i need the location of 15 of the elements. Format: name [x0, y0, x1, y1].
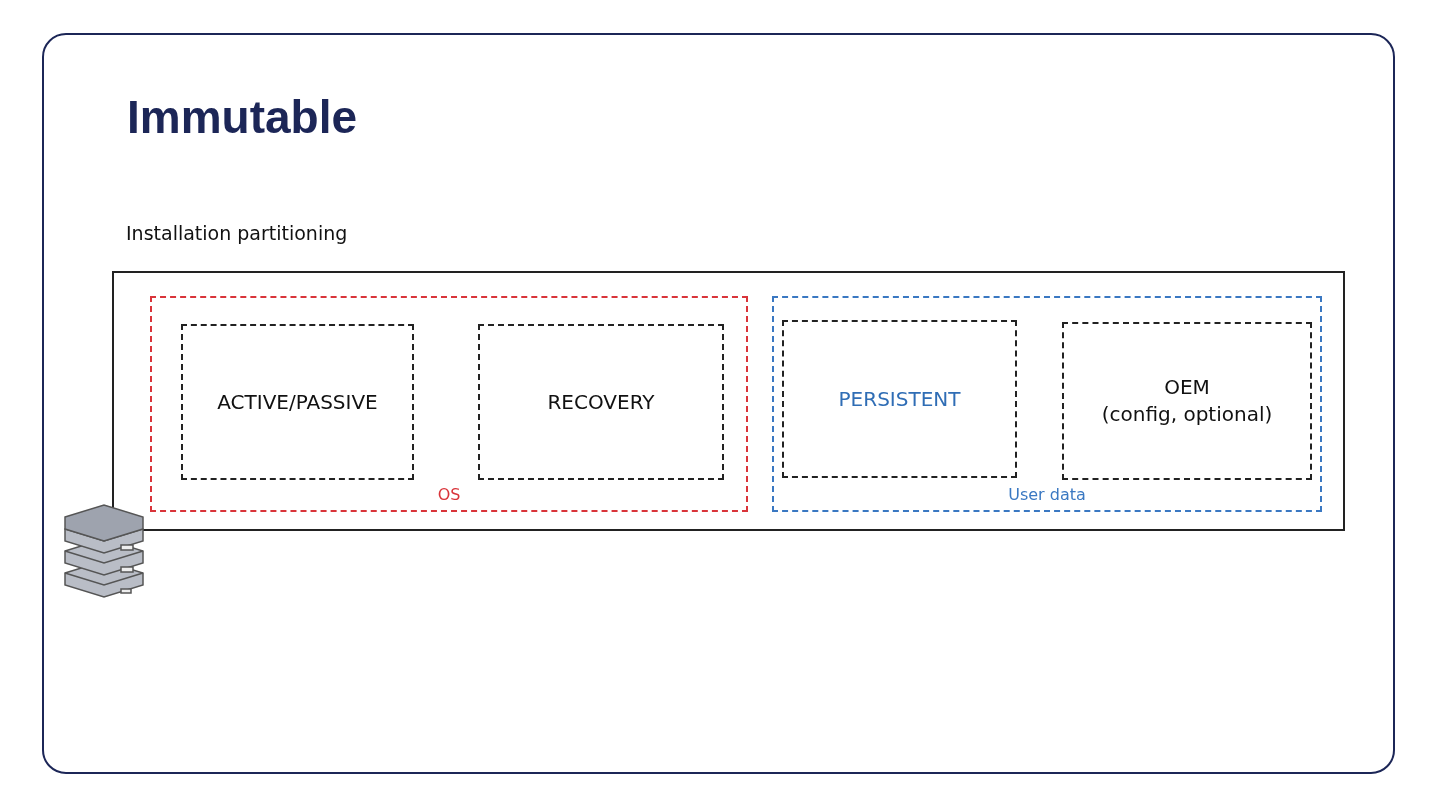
- partition-box: [1062, 322, 1312, 480]
- partition-box: [478, 324, 724, 480]
- partition-label: PERSISTENT: [838, 385, 961, 413]
- partition-label: OEM: [1164, 374, 1210, 401]
- partition-label: RECOVERY: [547, 388, 655, 416]
- partition-box: [782, 320, 1017, 478]
- slide-title: Immutable: [127, 92, 358, 143]
- partition-group: [150, 296, 748, 512]
- partition-label: ACTIVE/PASSIVE: [217, 388, 378, 416]
- partition-group: [772, 296, 1322, 512]
- partition-box: [181, 324, 414, 480]
- area-heading: Installation partitioning: [126, 221, 348, 246]
- group-label: User data: [1008, 484, 1086, 506]
- partition-label: (config, optional): [1101, 401, 1273, 428]
- group-label: OS: [437, 484, 461, 506]
